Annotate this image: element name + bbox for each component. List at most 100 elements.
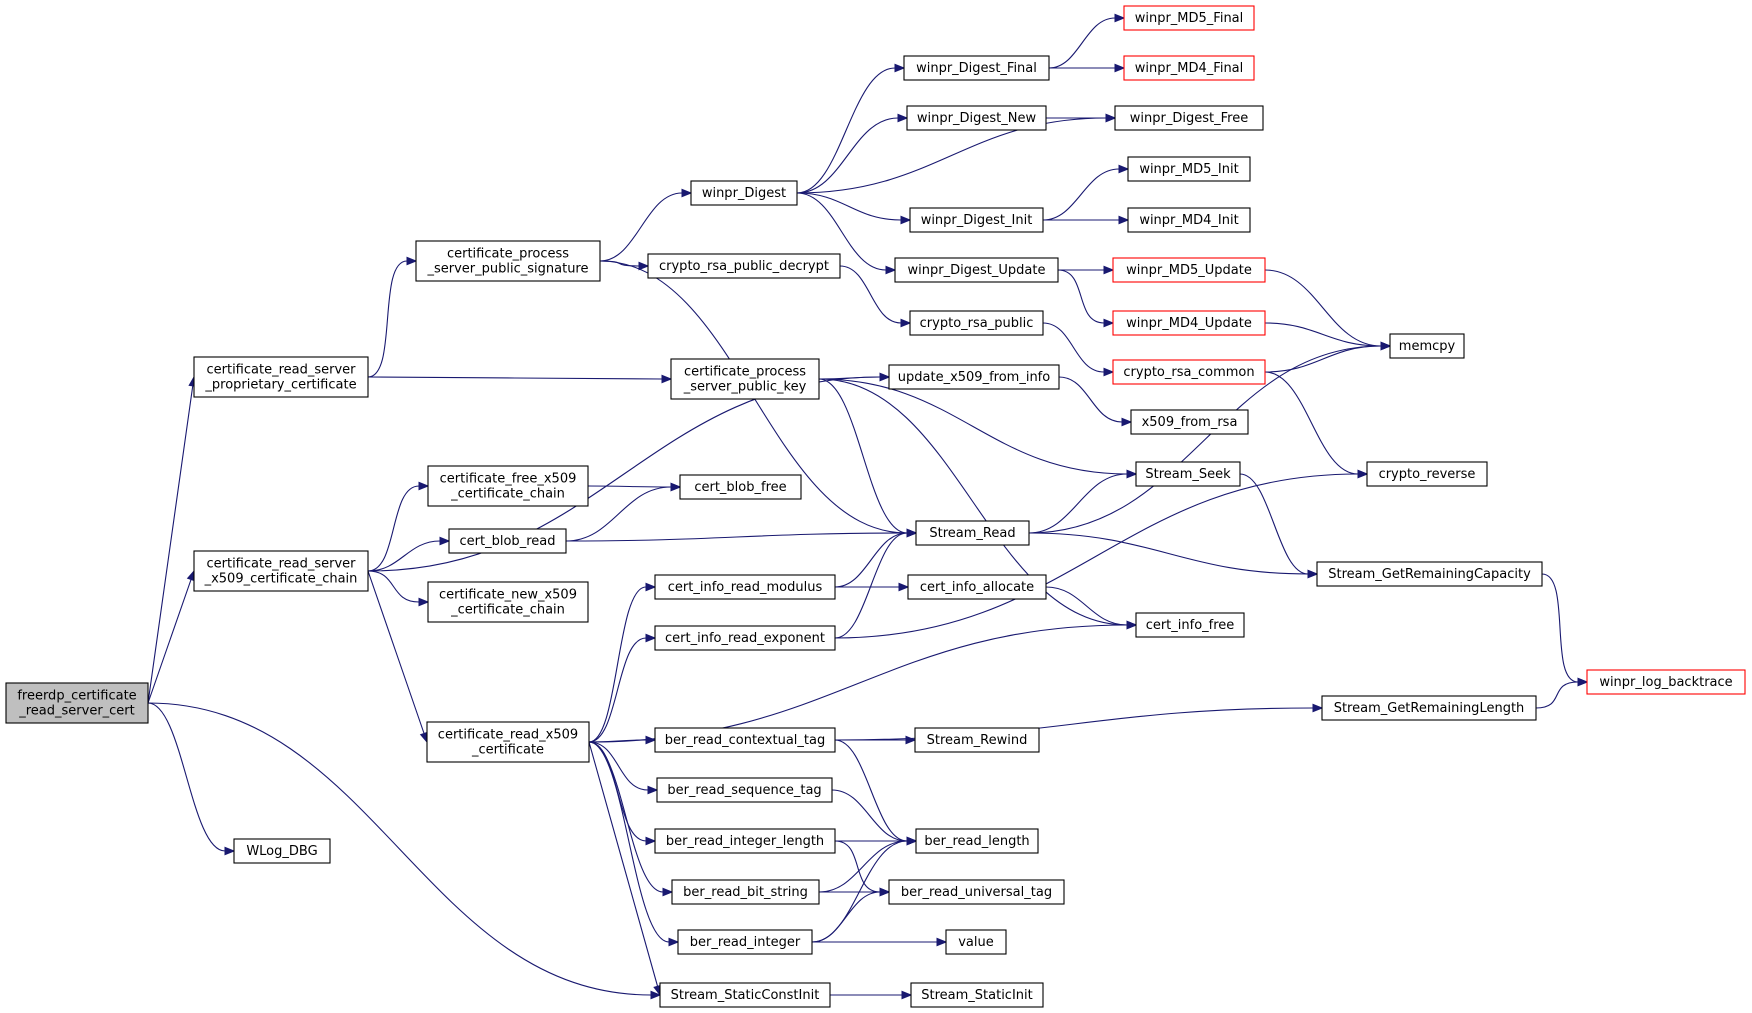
node-cert-blob-free[interactable]: cert_blob_free — [679, 474, 802, 500]
node-winpr-md4-final[interactable]: winpr_MD4_Final — [1123, 55, 1255, 81]
arrowhead — [1103, 265, 1115, 275]
node-stream-read[interactable]: Stream_Read — [915, 520, 1030, 546]
node-winpr-log-backtrace[interactable]: winpr_log_backtrace — [1586, 669, 1746, 695]
node-ber-read-contextual-tag[interactable]: ber_read_contextual_tag — [654, 727, 836, 753]
node-certificate-read-server-x509-certificate-chain[interactable]: certificate_read_server_x509_certificate… — [193, 550, 369, 592]
node-stream-getremainingcapacity[interactable]: Stream_GetRemainingCapacity — [1316, 561, 1543, 587]
arrowhead — [645, 582, 657, 592]
node-certificate-read-x509-certificate[interactable]: certificate_read_x509_certificate — [426, 721, 590, 763]
node-ber-read-length[interactable]: ber_read_length — [915, 828, 1039, 854]
edge-ber-read-integer-to-ber-read-universal-tag — [811, 887, 891, 943]
arrowhead — [1307, 569, 1319, 579]
node-winpr-digest-final[interactable]: winpr_Digest_Final — [903, 55, 1050, 81]
node-winpr-md4-init[interactable]: winpr_MD4_Init — [1127, 207, 1251, 233]
node-box — [1130, 409, 1249, 435]
node-winpr-md5-init[interactable]: winpr_MD5_Init — [1127, 156, 1251, 182]
node-freerdp-certificate-read-server-cert[interactable]: freerdp_certificate_read_server_cert — [5, 682, 149, 724]
node-cert-info-read-modulus[interactable]: cert_info_read_modulus — [654, 574, 836, 600]
edge-stream-getremainingcapacity-to-winpr-log-backtrace — [1541, 573, 1589, 687]
edge-crypto-rsa-public-decrypt-to-crypto-rsa-public — [839, 265, 912, 328]
node-ber-read-bit-string[interactable]: ber_read_bit_string — [671, 879, 820, 905]
arrowhead — [670, 482, 682, 492]
node-certificate-process-server-public-signature[interactable]: certificate_process_server_public_signat… — [415, 240, 601, 282]
node-winpr-digest-init[interactable]: winpr_Digest_Init — [909, 207, 1044, 233]
edge-line — [834, 532, 908, 588]
node-winpr-digest-new[interactable]: winpr_Digest_New — [906, 105, 1047, 131]
edge-line — [565, 486, 672, 542]
node-ber-read-integer-length[interactable]: ber_read_integer_length — [654, 828, 836, 854]
node-ber-read-universal-tag[interactable]: ber_read_universal_tag — [888, 879, 1065, 905]
arrowhead — [1118, 164, 1130, 174]
node-label: winpr_Digest_Update — [908, 263, 1046, 278]
node-crypto-rsa-public[interactable]: crypto_rsa_public — [909, 310, 1044, 336]
node-x509-from-rsa[interactable]: x509_from_rsa — [1130, 409, 1249, 435]
node-box — [670, 358, 820, 400]
node-ber-read-integer[interactable]: ber_read_integer — [677, 929, 813, 955]
node-box — [1112, 359, 1266, 385]
node-cert-info-read-exponent[interactable]: cert_info_read_exponent — [654, 625, 836, 651]
node-winpr-digest-update[interactable]: winpr_Digest_Update — [894, 257, 1059, 283]
node-update-x509-from-info[interactable]: update_x509_from_info — [888, 364, 1060, 390]
node-stream-staticconstinit[interactable]: Stream_StaticConstInit — [659, 982, 831, 1008]
node-label: cert_info_read_modulus — [668, 580, 823, 595]
node-memcpy[interactable]: memcpy — [1389, 333, 1465, 359]
node-box — [659, 982, 831, 1008]
node-stream-staticinit[interactable]: Stream_StaticInit — [910, 982, 1044, 1008]
node-winpr-md5-final[interactable]: winpr_MD5_Final — [1123, 5, 1255, 31]
node-stream-rewind[interactable]: Stream_Rewind — [914, 727, 1040, 753]
node-cert-blob-read[interactable]: cert_blob_read — [448, 528, 567, 554]
edge-certificate-read-x509-certificate-to-stream-staticconstinit — [588, 741, 662, 997]
arrowhead — [224, 846, 236, 856]
node-label: winpr_MD4_Final — [1135, 61, 1244, 76]
edge-line — [1264, 371, 1359, 475]
edge-line — [367, 540, 441, 572]
edge-line — [834, 739, 908, 842]
node-winpr-md5-update[interactable]: winpr_MD5_Update — [1112, 257, 1266, 283]
edge-ber-read-contextual-tag-to-ber-read-length — [834, 739, 918, 846]
node-certificate-process-server-public-key[interactable]: certificate_process_server_public_key — [670, 358, 820, 400]
edge-freerdp-certificate-read-server-cert-to-certificate-read-server-x509-certificate-chain — [147, 569, 195, 704]
node-label: ber_read_contextual_tag — [665, 733, 826, 748]
node-label: _server_public_signature — [426, 262, 588, 277]
node-label: Stream_Read — [929, 526, 1015, 541]
edge-winpr-md4-update-to-memcpy — [1264, 322, 1392, 351]
node-box — [654, 727, 836, 753]
arrowhead — [1114, 13, 1126, 23]
node-crypto-reverse[interactable]: crypto_reverse — [1366, 461, 1488, 487]
node-crypto-rsa-common[interactable]: crypto_rsa_common — [1112, 359, 1266, 385]
node-cert-info-free[interactable]: cert_info_free — [1135, 612, 1245, 638]
node-certificate-new-x509-certificate-chain[interactable]: certificate_new_x509_certificate_chain — [427, 581, 589, 623]
node-stream-seek[interactable]: Stream_Seek — [1135, 461, 1241, 487]
edge-winpr-digest-init-to-winpr-md5-init — [1042, 164, 1130, 221]
arrowhead — [885, 265, 897, 275]
edge-line — [599, 192, 683, 262]
node-box — [915, 828, 1039, 854]
node-certificate-read-server-proprietary-certificate[interactable]: certificate_read_server_proprietary_cert… — [193, 356, 369, 398]
node-box — [907, 574, 1047, 600]
node-certificate-free-x509-certificate-chain[interactable]: certificate_free_x509_certificate_chain — [427, 465, 589, 507]
node-stream-getremaininglength[interactable]: Stream_GetRemainingLength — [1321, 695, 1537, 721]
edge-line — [147, 385, 194, 704]
node-winpr-md4-update[interactable]: winpr_MD4_Update — [1112, 310, 1266, 336]
edge-line — [1264, 345, 1382, 373]
node-value[interactable]: value — [945, 929, 1007, 955]
arrowhead — [897, 113, 909, 123]
edge-winpr-digest-final-to-winpr-md5-final — [1048, 13, 1126, 69]
node-cert-info-allocate[interactable]: cert_info_allocate — [907, 574, 1047, 600]
edge-certificate-process-server-public-signature-to-crypto-rsa-public-decrypt — [599, 260, 650, 271]
node-winpr-digest[interactable]: winpr_Digest — [690, 180, 798, 206]
node-label: ber_read_universal_tag — [901, 885, 1052, 900]
arrowhead — [186, 569, 195, 582]
arrowhead — [900, 318, 912, 328]
node-crypto-rsa-public-decrypt[interactable]: crypto_rsa_public_decrypt — [647, 253, 841, 279]
node-wlog-dbg[interactable]: WLog_DBG — [233, 838, 331, 864]
edge-line — [588, 741, 649, 791]
arrowhead — [1118, 215, 1130, 225]
node-label: Stream_GetRemainingLength — [1334, 701, 1525, 716]
node-label: crypto_rsa_public_decrypt — [659, 259, 829, 274]
node-winpr-digest-free[interactable]: winpr_Digest_Free — [1114, 105, 1264, 131]
node-label: winpr_Digest_Free — [1130, 111, 1248, 126]
node-box — [909, 310, 1044, 336]
arrowhead — [906, 836, 918, 846]
node-ber-read-sequence-tag[interactable]: ber_read_sequence_tag — [656, 777, 833, 803]
